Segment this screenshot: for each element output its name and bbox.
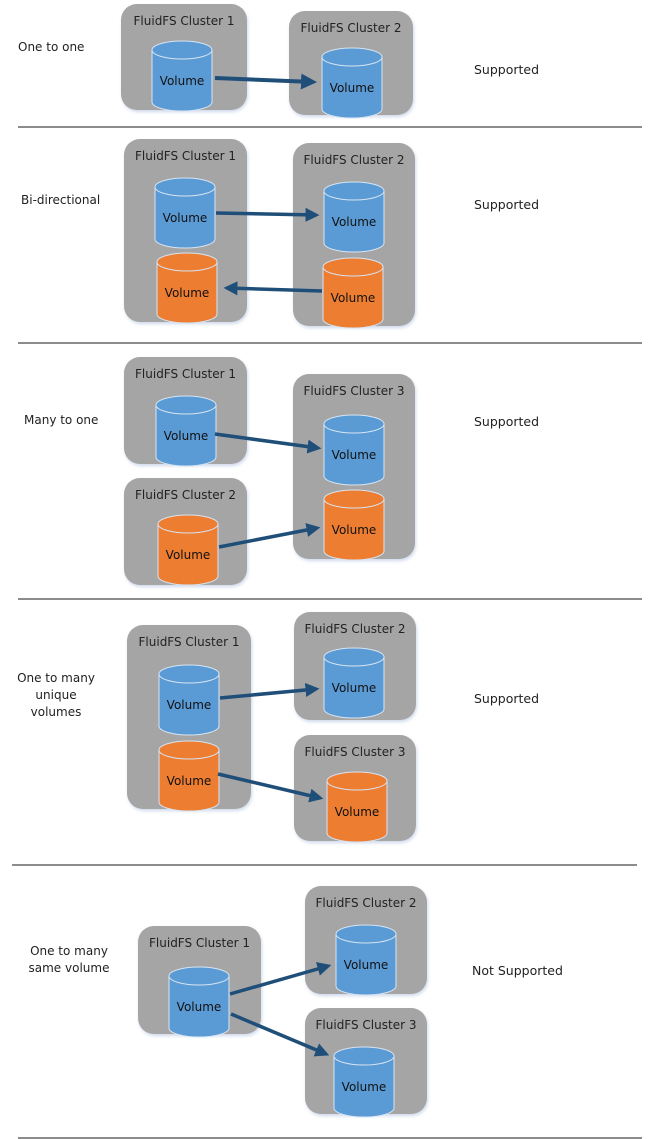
r1-cluster-1: FluidFS Cluster 1 Volume [121, 4, 247, 112]
r5-cluster-3: FluidFS Cluster 3 Volume [305, 1008, 427, 1118]
status-many-to-one: Supported [474, 414, 540, 429]
volume-label: Volume [159, 74, 205, 88]
status-one-to-many-same: Not Supported [472, 963, 563, 978]
r4-cluster-1: FluidFS Cluster 1 Volume Volume [127, 625, 251, 812]
row-divider [18, 126, 642, 128]
volume-label: Volume [331, 215, 377, 229]
cluster-title: FluidFS Cluster 1 [138, 635, 240, 649]
row-divider [18, 598, 642, 600]
volume-cylinder: Volume [154, 177, 216, 249]
row-divider [18, 1137, 642, 1139]
volume-cylinder: Volume [321, 47, 383, 119]
r1-cluster-2: FluidFS Cluster 2 Volume [289, 11, 413, 119]
volume-cylinder: Volume [168, 966, 230, 1038]
cluster-title: FluidFS Cluster 2 [300, 21, 402, 35]
volume-label: Volume [341, 1080, 387, 1094]
volume-cylinder: Volume [323, 647, 385, 719]
volume-cylinder: Volume [151, 40, 213, 112]
volume-label: Volume [331, 523, 377, 537]
r3-cluster-3: FluidFS Cluster 3 Volume Volume [293, 374, 415, 561]
r2-cluster-1: FluidFS Cluster 1 Volume Volume [124, 139, 247, 324]
volume-label: Volume [176, 1000, 222, 1014]
volume-label: Volume [163, 429, 209, 443]
row-divider [18, 342, 642, 344]
volume-cylinder: Volume [156, 252, 218, 324]
r4-cluster-2: FluidFS Cluster 2 Volume [294, 612, 416, 720]
cluster-title: FluidFS Cluster 3 [303, 384, 405, 398]
row-label-line-2: same volume [28, 961, 110, 975]
volume-label: Volume [166, 774, 212, 788]
row-divider [12, 864, 637, 866]
row-label-bi-directional: Bi-directional [21, 193, 101, 207]
cluster-title: FluidFS Cluster 2 [315, 896, 417, 910]
row-label-line-1: One to many [17, 671, 95, 685]
volume-label: Volume [334, 805, 380, 819]
volume-label: Volume [331, 448, 377, 462]
cluster-title: FluidFS Cluster 1 [133, 14, 235, 28]
row-label-one-to-many-same: One to many same volume [24, 943, 114, 977]
volume-cylinder: Volume [158, 664, 220, 736]
volume-label: Volume [329, 81, 375, 95]
volume-cylinder: Volume [155, 395, 217, 467]
cluster-title: FluidFS Cluster 2 [304, 622, 406, 636]
cluster-title: FluidFS Cluster 2 [303, 153, 405, 167]
volume-cylinder: Volume [157, 514, 219, 586]
volume-cylinder: Volume [323, 414, 385, 486]
volume-cylinder: Volume [323, 181, 385, 253]
cluster-title: FluidFS Cluster 1 [135, 149, 236, 163]
cluster-title: FluidFS Cluster 1 [135, 367, 236, 381]
volume-label: Volume [331, 681, 377, 695]
row-label-many-to-one: Many to one [24, 413, 99, 427]
volume-cylinder: Volume [335, 924, 397, 996]
r3-cluster-2: FluidFS Cluster 2 Volume [124, 478, 247, 586]
volume-label: Volume [330, 291, 376, 305]
status-one-to-one: Supported [474, 62, 540, 77]
volume-label: Volume [166, 698, 212, 712]
r4-cluster-3: FluidFS Cluster 3 Volume [294, 735, 416, 843]
volume-cylinder: Volume [326, 771, 388, 843]
row-label-one-to-one: One to one [18, 40, 85, 54]
row-label-one-to-many-unique: One to many unique volumes [16, 670, 96, 721]
row-label-line-2: unique volumes [30, 688, 82, 719]
cluster-title: FluidFS Cluster 1 [149, 936, 250, 950]
volume-cylinder: Volume [322, 257, 384, 329]
r5-cluster-1: FluidFS Cluster 1 Volume [138, 926, 261, 1038]
cluster-title: FluidFS Cluster 2 [135, 488, 236, 502]
cluster-title: FluidFS Cluster 3 [304, 745, 406, 759]
row-label-line-1: One to many [30, 944, 108, 958]
volume-label: Volume [343, 958, 389, 972]
status-bi-directional: Supported [474, 197, 540, 212]
volume-cylinder: Volume [333, 1046, 395, 1118]
r2-cluster-2: FluidFS Cluster 2 Volume Volume [293, 143, 415, 329]
cluster-title: FluidFS Cluster 3 [315, 1018, 417, 1032]
volume-label: Volume [164, 286, 210, 300]
r3-cluster-1: FluidFS Cluster 1 Volume [124, 357, 247, 467]
volume-label: Volume [165, 548, 211, 562]
status-one-to-many-unique: Supported [474, 691, 540, 706]
volume-label: Volume [162, 211, 208, 225]
volume-cylinder: Volume [323, 489, 385, 561]
r5-cluster-2: FluidFS Cluster 2 Volume [305, 886, 427, 996]
volume-cylinder: Volume [158, 740, 220, 812]
